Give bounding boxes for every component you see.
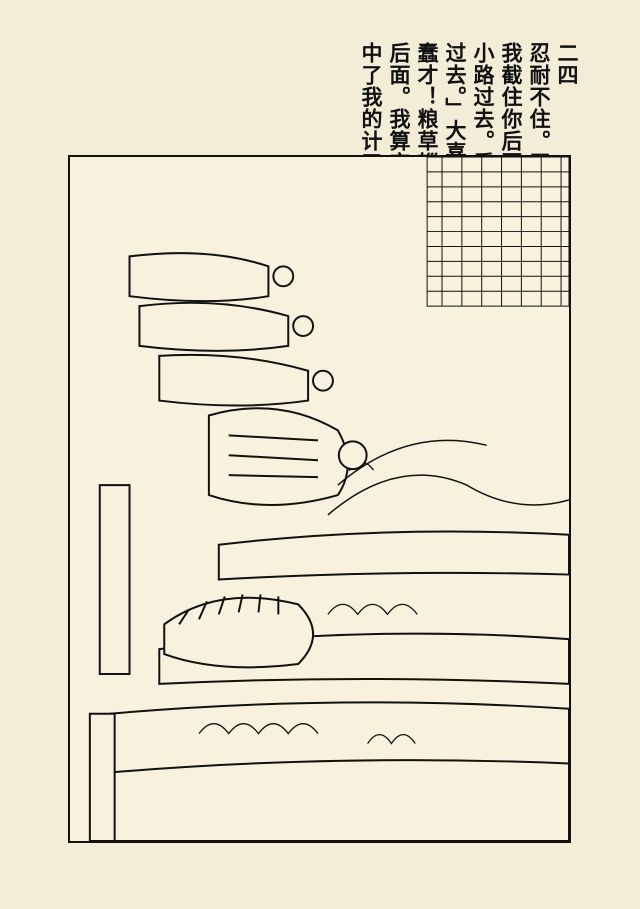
pillars [99, 530, 569, 841]
left-columns [88, 484, 131, 841]
caption-line-1: 二四 [555, 42, 580, 86]
drape [327, 439, 569, 516]
caption-line-7: 后面。我算定这黑匹夫 [387, 42, 412, 262]
caption-line-6: 蠢才！粮草辎重定在 [415, 42, 440, 240]
illustration-drawing [88, 157, 569, 841]
illustration-panel [68, 155, 571, 843]
caption-line-4: 小路过去。看你怎么 [471, 42, 496, 240]
caption-line-8: 中了我的计了！」 [359, 42, 384, 218]
caption-line-5: 过去。」大喜道：「 [443, 42, 468, 230]
tiger-figure [163, 594, 314, 669]
caption-line-3: 我截住你后军。你偷 [499, 42, 524, 240]
soldiers-group [128, 252, 334, 407]
wall-pattern [426, 157, 569, 307]
caption-line-2: 忍耐不住。严颜听了 [527, 42, 552, 240]
general-figure [207, 407, 368, 506]
caption-block: 二四 忍耐不住。严颜听了 我截住你后军。你偷 小路过去。看你怎么 过去。」大喜道… [359, 42, 580, 262]
